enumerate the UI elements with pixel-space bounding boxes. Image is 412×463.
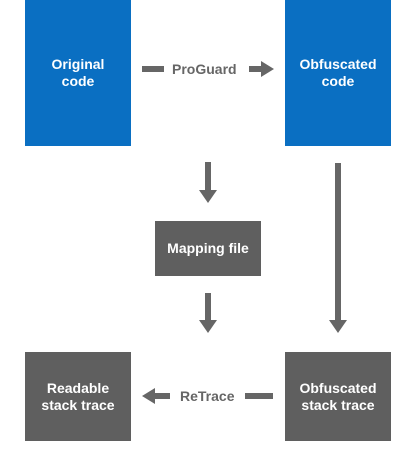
proguard-label: ProGuard — [172, 61, 237, 77]
obfuscated-stack-trace-label: Obfuscated stack trace — [299, 379, 377, 413]
obfuscated-stack-trace-node: Obfuscated stack trace — [285, 352, 391, 441]
to-mapping-arrow — [199, 162, 217, 203]
mapping-file-node: Mapping file — [155, 221, 261, 276]
original-code-label: Original code — [51, 56, 105, 89]
original-code-node: Original code — [25, 0, 131, 146]
to-obfuscated-trace-arrow — [329, 163, 347, 333]
proguard-arrow — [142, 61, 274, 77]
retrace-label: ReTrace — [180, 388, 235, 404]
readable-stack-trace-node: Readable stack trace — [25, 352, 131, 441]
retrace-arrow — [142, 388, 273, 404]
mapping-to-retrace-arrow — [199, 293, 217, 333]
readable-stack-trace-label: Readable stack trace — [41, 379, 115, 413]
obfuscated-code-label: Obfuscated code — [299, 56, 377, 89]
mapping-file-label: Mapping file — [167, 240, 249, 256]
obfuscated-code-node: Obfuscated code — [285, 0, 391, 146]
